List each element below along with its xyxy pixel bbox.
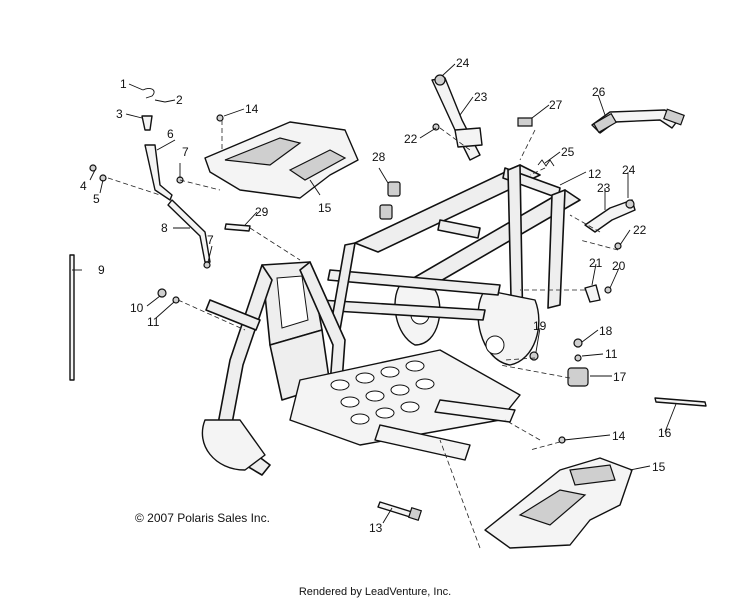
callout-14-lower: 14 xyxy=(612,429,626,443)
copyright-text: © 2007 Polaris Sales Inc. xyxy=(135,511,270,525)
callout-11-left: 11 xyxy=(147,315,160,329)
callout-12: 12 xyxy=(588,167,602,181)
upper-bracket xyxy=(431,74,483,161)
assembly-lines xyxy=(107,120,619,549)
callout-22-right: 22 xyxy=(633,223,647,237)
leader-lines xyxy=(72,63,677,524)
callout-25: 25 xyxy=(561,145,575,159)
callout-15-upper: 15 xyxy=(318,201,332,215)
callout-28: 28 xyxy=(372,150,386,164)
callout-18: 18 xyxy=(599,324,613,338)
callout-9: 9 xyxy=(98,263,105,277)
callout-16: 16 xyxy=(658,426,672,440)
upper-front-footwell-panel xyxy=(204,121,359,199)
callout-15-lower: 15 xyxy=(652,460,666,474)
callout-2: 2 xyxy=(176,93,183,107)
callout-24-upper: 24 xyxy=(456,56,470,70)
callout-13: 13 xyxy=(369,521,383,535)
callout-17: 17 xyxy=(613,370,627,384)
rendered-by-footer: Rendered by LeadVenture, Inc. xyxy=(298,586,452,598)
floor-holes xyxy=(330,360,435,425)
callout-1: 1 xyxy=(120,77,127,91)
callout-23-right: 23 xyxy=(597,181,611,195)
callout-7-upper: 7 xyxy=(182,145,189,159)
callout-4: 4 xyxy=(80,179,87,193)
callout-7-lower: 7 xyxy=(207,233,214,247)
callout-22-upper: 22 xyxy=(404,132,418,146)
rear-rack-tube xyxy=(591,108,685,134)
right-bracket xyxy=(584,199,636,233)
callout-14-upper: 14 xyxy=(245,102,259,116)
callout-26: 26 xyxy=(592,85,606,99)
callout-8: 8 xyxy=(161,221,168,235)
callout-29: 29 xyxy=(255,205,269,219)
callout-6: 6 xyxy=(167,127,174,141)
main-frame xyxy=(201,164,581,476)
callout-23-upper: 23 xyxy=(474,90,488,104)
small-parts xyxy=(69,87,707,522)
callout-3: 3 xyxy=(116,107,123,121)
callout-11-right: 11 xyxy=(605,347,618,361)
callout-20: 20 xyxy=(612,259,626,273)
callout-21: 21 xyxy=(589,256,603,270)
callout-labels: 1 2 3 4 5 6 7 7 8 9 10 11 11 12 13 14 14… xyxy=(80,56,672,535)
callout-5: 5 xyxy=(93,192,100,206)
callout-10: 10 xyxy=(130,301,144,315)
lower-right-footwell-panel xyxy=(484,457,633,549)
callout-19: 19 xyxy=(533,319,547,333)
callout-24-right: 24 xyxy=(622,163,636,177)
callout-27: 27 xyxy=(549,98,563,112)
